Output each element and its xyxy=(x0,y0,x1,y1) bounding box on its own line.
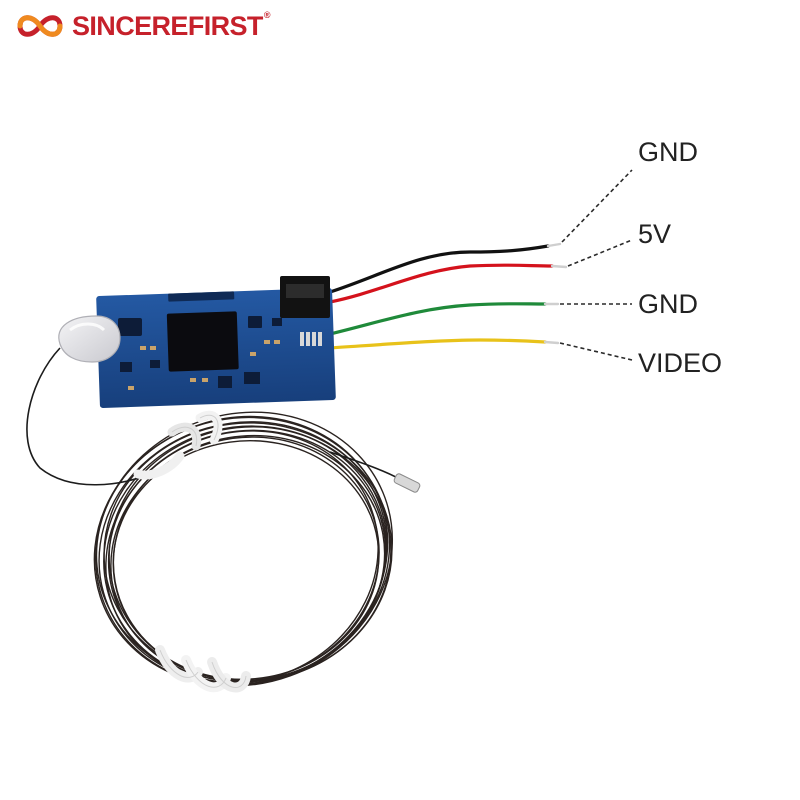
pin-label-gnd-top: GND xyxy=(638,137,698,167)
wire-red xyxy=(328,263,554,304)
wire-yellow xyxy=(328,338,547,350)
pin-label-gnd-mid: GND xyxy=(638,289,698,319)
registered-mark: ® xyxy=(263,9,271,20)
camera-lens xyxy=(58,315,121,363)
pcb-board xyxy=(96,276,336,408)
label-leader-lines xyxy=(559,169,633,361)
connector-wires xyxy=(328,244,554,350)
antenna-lead xyxy=(26,347,161,486)
wire-green xyxy=(328,302,547,336)
brand-name-part1: SINCERE xyxy=(72,10,188,41)
brand-name: SINCEREFIRST® xyxy=(72,9,271,41)
brand-logo: SINCEREFIRST® xyxy=(14,8,270,44)
pin-label-video: VIDEO xyxy=(638,348,723,378)
wire-black xyxy=(328,244,550,294)
processor-chip xyxy=(166,311,239,372)
brand-name-part2: FIRST xyxy=(187,10,264,41)
pin-label-5v: 5V xyxy=(638,219,672,249)
antenna-tip xyxy=(393,473,421,493)
sincerefirst-logo-mark-icon xyxy=(17,15,63,37)
